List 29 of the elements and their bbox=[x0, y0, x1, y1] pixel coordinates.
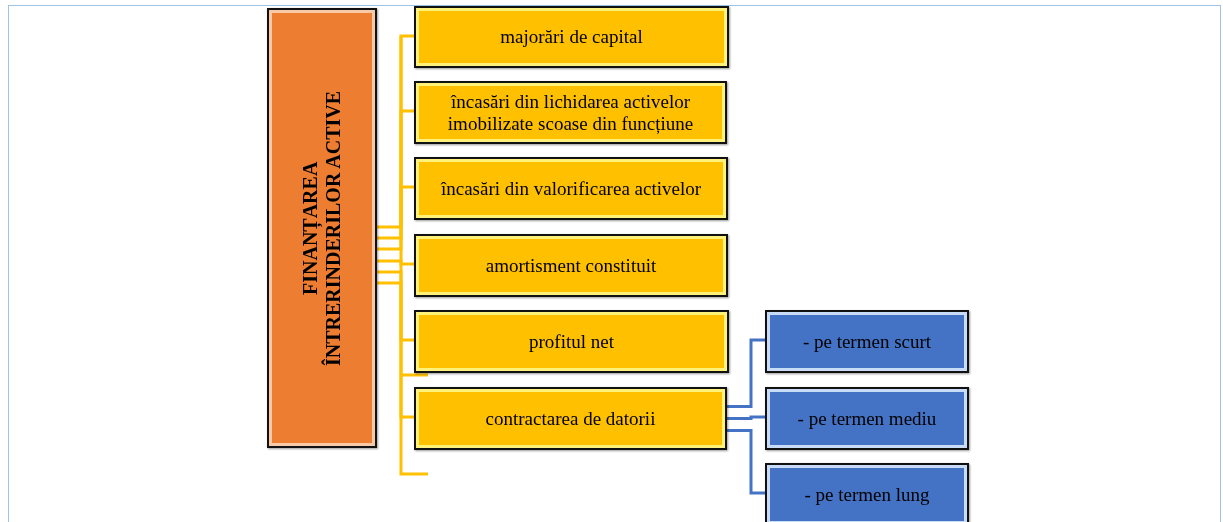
box-text: FINANȚAREA ÎNTRERINDERILOR ACTIVE bbox=[299, 89, 345, 368]
category-box bbox=[414, 234, 728, 297]
box-text: încasări din lichidarea activelor imobilizate scoase din funcțiune bbox=[446, 90, 695, 135]
connector-line bbox=[377, 259, 414, 266]
title-box bbox=[267, 8, 377, 448]
box-text: majorări de capital bbox=[500, 26, 643, 48]
box-text: contractarea de datorii bbox=[485, 407, 656, 430]
box-text: profitul net bbox=[529, 330, 614, 353]
connector-line bbox=[727, 429, 765, 495]
category-box bbox=[414, 387, 727, 450]
category-box bbox=[765, 310, 969, 373]
connector-line bbox=[377, 185, 414, 251]
category-box bbox=[414, 157, 728, 220]
connector-line bbox=[727, 338, 765, 408]
box-text: - pe termen scurt bbox=[802, 330, 932, 353]
category-box bbox=[414, 6, 729, 68]
box-text: încasări din valorificarea activelor bbox=[440, 177, 702, 200]
category-box bbox=[414, 81, 727, 144]
category-box bbox=[765, 463, 969, 522]
category-box bbox=[414, 310, 729, 373]
connector-line bbox=[377, 34, 414, 229]
category-box bbox=[765, 387, 969, 450]
connector-line bbox=[727, 415, 765, 420]
box-text: - pe termen lung bbox=[804, 483, 930, 506]
box-text: amortisment constituit bbox=[485, 254, 657, 277]
connector-line bbox=[377, 281, 414, 419]
box-text: - pe termen mediu bbox=[797, 407, 937, 430]
connector-line bbox=[377, 270, 414, 342]
connector-line bbox=[377, 109, 414, 240]
